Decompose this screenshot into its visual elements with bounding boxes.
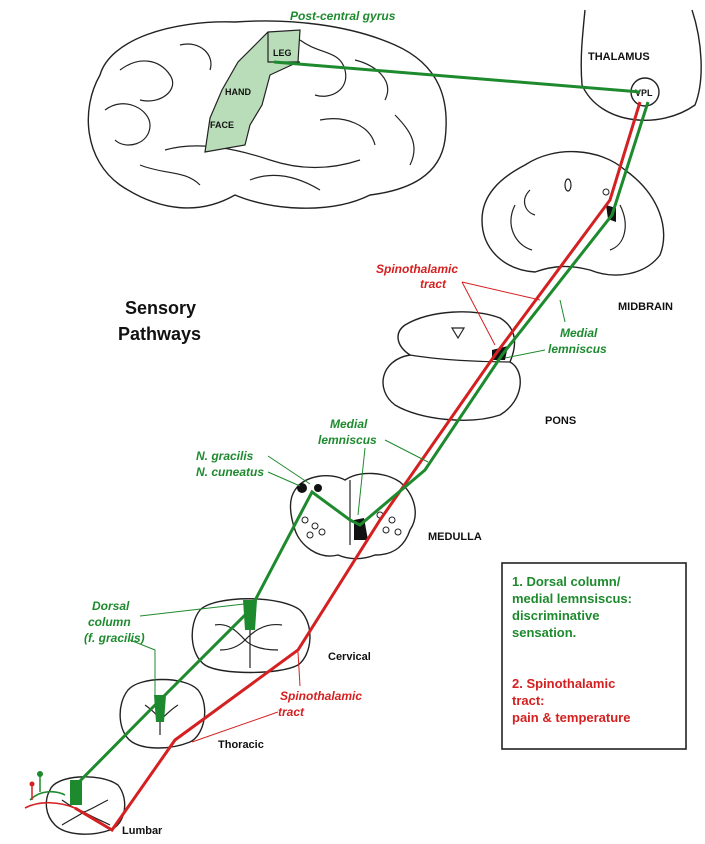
dorsal-column-line1: Dorsal bbox=[92, 599, 130, 613]
legend-item1-line3: discriminative bbox=[512, 608, 599, 623]
cervical-label: Cervical bbox=[328, 651, 371, 663]
medial-lemniscus-right-line2: lemniscus bbox=[548, 342, 607, 356]
thalamus-section bbox=[581, 10, 701, 120]
postcentral-gyrus-label: Post-central gyrus bbox=[290, 9, 396, 23]
pons-section bbox=[383, 312, 520, 420]
thoracic-label: Thoracic bbox=[218, 739, 264, 751]
brain-lateral-view bbox=[88, 21, 446, 208]
thalamus-label: THALAMUS bbox=[588, 51, 650, 63]
medial-lemniscus-right-label: Medial lemniscus bbox=[505, 300, 607, 358]
lumbar-label: Lumbar bbox=[122, 825, 163, 837]
medial-lemniscus-left-line1: Medial bbox=[330, 417, 368, 431]
medulla-label: MEDULLA bbox=[428, 531, 482, 543]
spinothalamic-upper-line2: tract bbox=[420, 277, 447, 291]
medial-lemniscus-left-line2: lemniscus bbox=[318, 433, 377, 447]
legend-item1-line2: medial lemnsiscus: bbox=[512, 591, 632, 606]
hand-area-label: HAND bbox=[225, 87, 251, 97]
nuclei-label: N. gracilis N. cuneatus bbox=[196, 449, 310, 486]
pons-label: PONS bbox=[545, 415, 576, 427]
midbrain-section bbox=[482, 152, 664, 275]
medial-lemniscus-right-line1: Medial bbox=[560, 326, 598, 340]
face-area-label: FACE bbox=[210, 120, 234, 130]
medulla-section bbox=[290, 473, 415, 558]
thoracic-cord-section bbox=[120, 680, 205, 749]
legend-item2-line2: tract: bbox=[512, 693, 545, 708]
spinothalamic-lower-line1: Spinothalamic bbox=[280, 689, 362, 703]
lumbar-cord-section bbox=[46, 777, 124, 834]
midbrain-label: MIDBRAIN bbox=[618, 301, 673, 313]
legend-box: 1. Dorsal column/ medial lemnsiscus: dis… bbox=[502, 563, 686, 749]
spinothalamic-lower-line2: tract bbox=[278, 705, 305, 719]
leg-area-label: LEG bbox=[273, 48, 292, 58]
dorsal-column-line3: (f. gracilis) bbox=[84, 631, 145, 645]
title-line2: Pathways bbox=[118, 324, 201, 344]
spinothalamic-upper-line1: Spinothalamic bbox=[376, 262, 458, 276]
n-cuneatus-label: N. cuneatus bbox=[196, 465, 264, 479]
legend-item1-line1: 1. Dorsal column/ bbox=[512, 574, 621, 589]
dorsal-column-line2: column bbox=[88, 615, 131, 629]
legend-item2-line1: 2. Spinothalamic bbox=[512, 676, 615, 691]
legend-item1-line4: sensation. bbox=[512, 625, 576, 640]
title-line1: Sensory bbox=[125, 298, 196, 318]
n-gracilis-label: N. gracilis bbox=[196, 449, 254, 463]
legend-item2-line3: pain & temperature bbox=[512, 710, 630, 725]
